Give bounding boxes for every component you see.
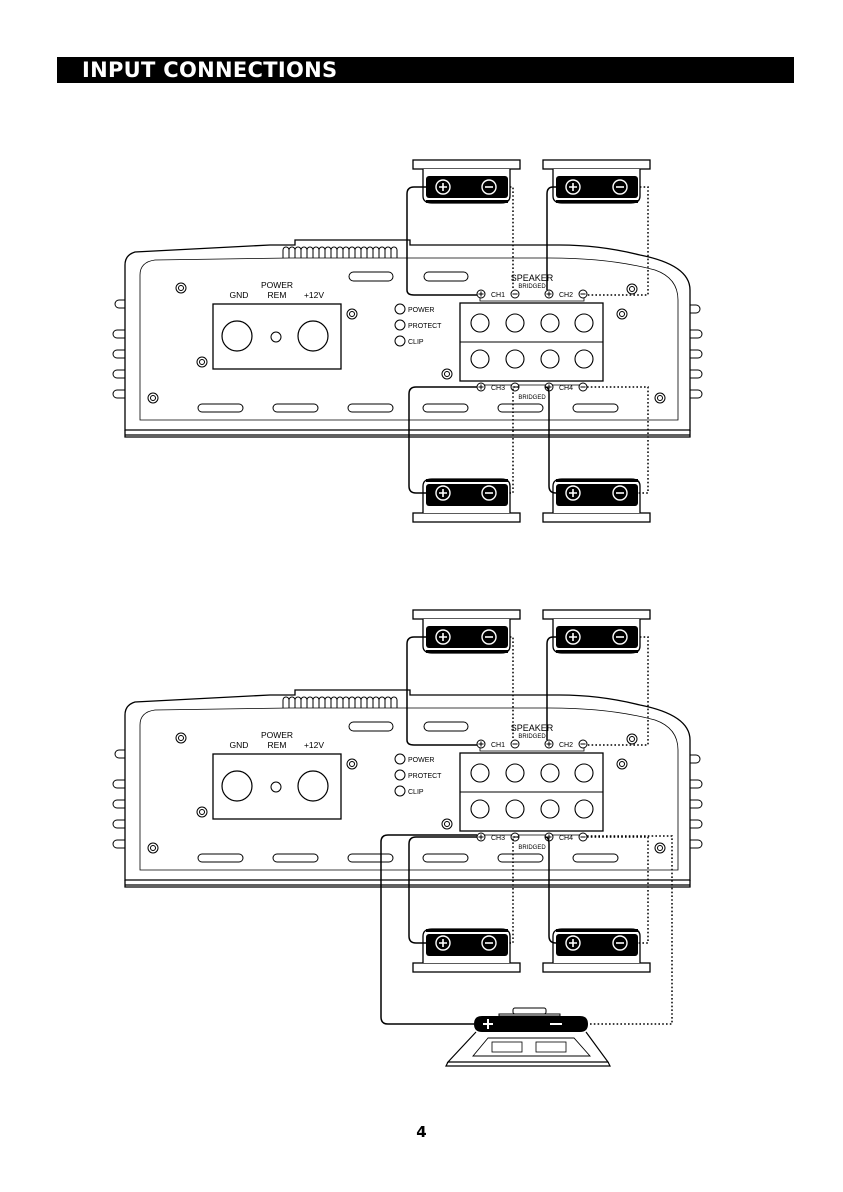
bridged-subwoofer bbox=[446, 1008, 610, 1066]
ch4-label: CH4 bbox=[559, 385, 573, 392]
speaker-ch2 bbox=[543, 160, 650, 203]
bridged-label-top: BRIDGED bbox=[518, 734, 546, 740]
ch2-label: CH2 bbox=[559, 292, 573, 299]
bridged-label-top: BRIDGED bbox=[518, 284, 546, 290]
indicator-clip-label: CLIP bbox=[408, 789, 424, 796]
gnd-label: GND bbox=[230, 290, 249, 300]
speaker-ch4 bbox=[543, 929, 650, 972]
ch3-label: CH3 bbox=[491, 385, 505, 392]
indicator-clip-label: CLIP bbox=[408, 339, 424, 346]
section-title: INPUT CONNECTIONS bbox=[82, 57, 337, 83]
indicator-power-label: POWER bbox=[408, 307, 434, 314]
power-heading: POWER bbox=[261, 730, 293, 740]
rem-label: REM bbox=[268, 290, 287, 300]
gnd-label: GND bbox=[230, 740, 249, 750]
four-channel-wiring-diagram: POWER GND REM +12V POWER PROTECT CLIP SP… bbox=[0, 150, 843, 530]
bridged-wiring-diagram: POWER GND REM +12V POWER PROTECT CLIP SP… bbox=[0, 600, 843, 1080]
section-header: INPUT CONNECTIONS bbox=[57, 57, 794, 83]
rem-label: REM bbox=[268, 740, 287, 750]
speaker-ch1 bbox=[413, 610, 520, 653]
indicator-protect-label: PROTECT bbox=[408, 773, 442, 780]
speaker-ch1 bbox=[413, 160, 520, 203]
ch3-label: CH3 bbox=[491, 835, 505, 842]
power-heading: POWER bbox=[261, 280, 293, 290]
speaker-ch3 bbox=[413, 929, 520, 972]
indicator-power-label: POWER bbox=[408, 757, 434, 764]
ch2-label: CH2 bbox=[559, 742, 573, 749]
ch4-label: CH4 bbox=[559, 835, 573, 842]
ch1-label: CH1 bbox=[491, 292, 505, 299]
page-number: 4 bbox=[0, 1123, 843, 1141]
batt-label: +12V bbox=[304, 740, 324, 750]
indicator-protect-label: PROTECT bbox=[408, 323, 442, 330]
speaker-ch2 bbox=[543, 610, 650, 653]
ch1-label: CH1 bbox=[491, 742, 505, 749]
batt-label: +12V bbox=[304, 290, 324, 300]
bridged-label-bottom: BRIDGED bbox=[518, 395, 546, 401]
speaker-ch3 bbox=[413, 479, 520, 522]
bridged-label-bottom: BRIDGED bbox=[518, 845, 546, 851]
speaker-ch4 bbox=[543, 479, 650, 522]
